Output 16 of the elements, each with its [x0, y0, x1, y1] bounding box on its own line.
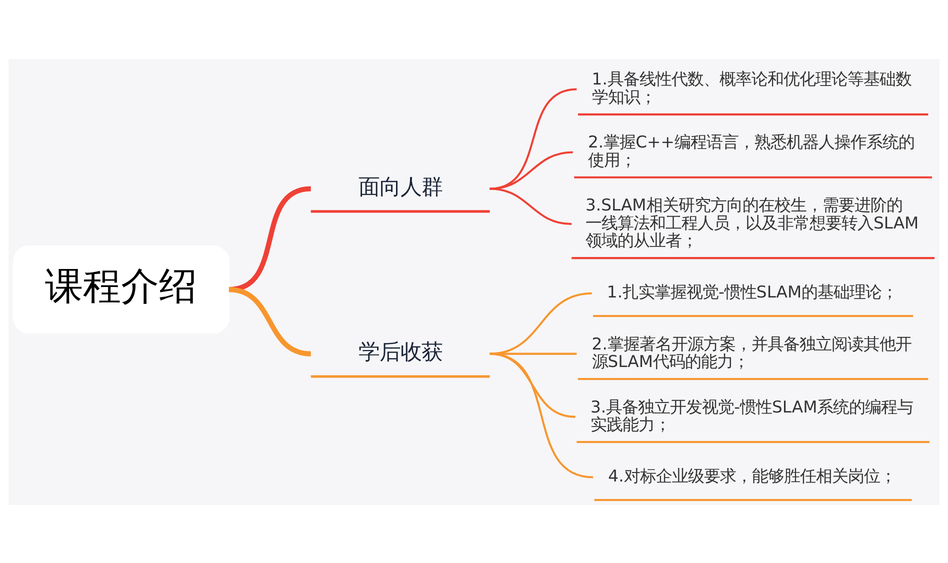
node-text: 4.对标企业级要求，能够胜任相关岗位；: [608, 466, 896, 486]
node-text: 学后收获: [358, 339, 442, 364]
node-text: 3.SLAM相关研究方向的在校生，需要进阶的一线算法和工程人员，以及非常想要转入SLAM领域的从业者；: [586, 195, 919, 250]
connector: [490, 88, 577, 190]
connector: [490, 187, 572, 225]
connector: [490, 292, 592, 354]
node-box: 课程介绍: [12, 244, 230, 334]
connector: [228, 286, 312, 356]
node-text: 2.掌握C++编程语言，熟悉机器人操作系统的使用；: [588, 132, 914, 169]
node-text: 1.扎实掌握视觉-惯性SLAM的基础理论；: [606, 282, 898, 302]
node-text: 1.具备线性代数、概率论和优化理论等基础数学知识；: [592, 69, 912, 106]
connector: [490, 150, 573, 190]
node-text: 2.掌握著名开源方案，并具备独立阅读其他开源SLAM代码的能力；: [592, 334, 912, 370]
connector: [490, 352, 594, 478]
node-text: 3.具备独立开发视觉-惯性SLAM系统的编程与实践能力；: [590, 396, 914, 434]
node-text: 面向人群: [358, 174, 442, 198]
